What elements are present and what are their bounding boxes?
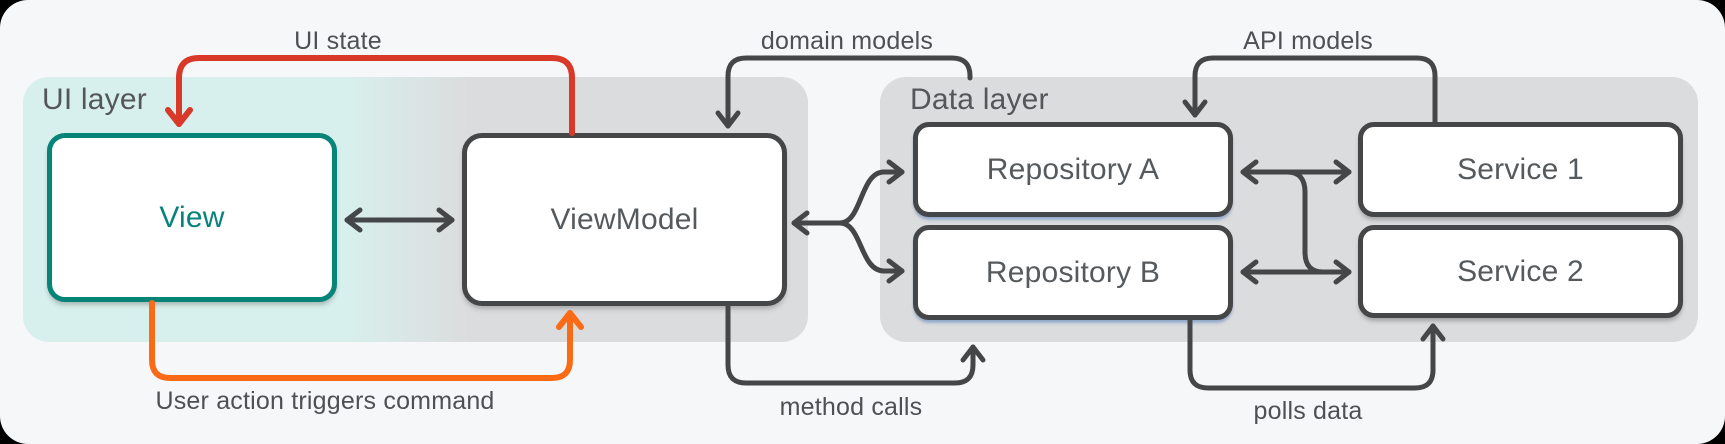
ui-state-label: UI state — [294, 27, 382, 55]
method-calls-label: method calls — [779, 393, 923, 421]
user-action-label: User action triggers command — [155, 387, 495, 415]
data-layer-label: Data layer — [910, 83, 1049, 116]
ui-layer-label: UI layer — [42, 83, 147, 116]
viewmodel-box-label: ViewModel — [550, 202, 699, 236]
viewmodel-box: ViewModel — [462, 133, 787, 306]
api-models-label: API models — [1243, 27, 1373, 55]
service-1-box-label: Service 1 — [1457, 152, 1584, 186]
repository-b-box: Repository B — [913, 225, 1233, 320]
repository-a-box-label: Repository A — [986, 152, 1160, 186]
service-2-box-label: Service 2 — [1457, 254, 1584, 288]
view-box: View — [47, 133, 337, 302]
repository-a-box: Repository A — [913, 122, 1233, 217]
service-1-box: Service 1 — [1358, 122, 1683, 217]
view-box-label: View — [159, 200, 225, 234]
polls-data-label: polls data — [1253, 397, 1363, 425]
repository-b-box-label: Repository B — [985, 255, 1161, 289]
service-2-box: Service 2 — [1358, 225, 1683, 318]
domain-models-label: domain models — [760, 27, 934, 55]
